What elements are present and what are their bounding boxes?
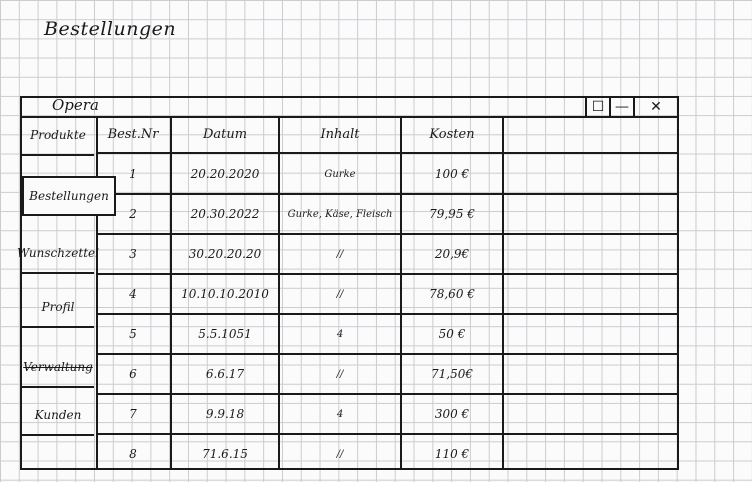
column-header-content[interactable]: Inhalt	[320, 126, 360, 142]
sidebar-item-label: Profil	[41, 300, 75, 314]
sidebar-item-label: Bestellungen	[29, 189, 109, 203]
row-divider	[96, 273, 677, 275]
cell-nr: 6	[129, 367, 137, 381]
cell-content: 4	[336, 328, 344, 340]
sidebar-item-verwaltung[interactable]: Verwaltung	[22, 348, 94, 388]
cell-cost: 78,60 €	[429, 287, 475, 301]
row-divider	[96, 313, 677, 315]
cell-cost: 110 €	[434, 447, 470, 461]
window-title: Opera	[52, 96, 99, 114]
sidebar-item-label: Produkte	[30, 128, 86, 142]
sidebar-item-kunden[interactable]: Kunden	[22, 396, 94, 436]
column-header-date[interactable]: Datum	[202, 126, 248, 142]
cell-content: //	[336, 288, 344, 300]
column-header-cost[interactable]: Kosten	[429, 126, 475, 142]
minimize-button[interactable]: —	[609, 98, 633, 116]
cell-cost: 71,50€	[431, 367, 473, 381]
header-divider	[96, 152, 677, 154]
cell-nr: 1	[129, 167, 137, 181]
cell-cost: 50 €	[438, 327, 466, 341]
cell-date: 10.10.10.2010	[181, 287, 269, 301]
cell-content: //	[336, 248, 344, 260]
page-heading: Bestellungen	[44, 18, 177, 40]
cell-content: //	[336, 448, 344, 460]
sidebar-item-produkte[interactable]: Produkte	[22, 116, 94, 156]
cell-date: 30.20.20.20	[188, 247, 262, 261]
cell-date: 6.6.17	[205, 367, 245, 381]
sidebar-item-label: Wunschzettel	[17, 246, 99, 260]
cell-date: 9.9.18	[205, 407, 245, 421]
cell-nr: 5	[129, 327, 137, 341]
app-window: Opera ☐ — ✕ Produkte Bestellungen Wunsch…	[17, 96, 679, 470]
cell-nr: 4	[129, 287, 137, 301]
column-divider	[170, 116, 172, 468]
sidebar-item-bestellungen[interactable]: Bestellungen	[22, 176, 116, 216]
column-header-nr[interactable]: Best.Nr	[107, 126, 159, 142]
cell-cost: 20,9€	[434, 247, 470, 261]
cell-content: //	[336, 368, 344, 380]
cell-date: 71.6.15	[202, 447, 248, 461]
row-divider	[96, 193, 677, 195]
cell-cost: 100 €	[434, 167, 470, 181]
cell-nr: 7	[129, 407, 137, 421]
cell-nr: 3	[129, 247, 137, 261]
sidebar-item-wunschzettel[interactable]: Wunschzettel	[17, 234, 99, 274]
row-divider	[96, 353, 677, 355]
row-divider	[96, 393, 677, 395]
row-divider	[96, 233, 677, 235]
maximize-button[interactable]: ☐	[585, 98, 609, 116]
cell-cost: 300 €	[434, 407, 470, 421]
cell-content: Gurke	[324, 168, 356, 180]
close-icon: ✕	[650, 99, 662, 115]
sidebar-item-profil[interactable]: Profil	[22, 288, 94, 328]
row-divider	[96, 433, 677, 435]
cell-date: 20.30.2022	[190, 207, 260, 221]
sidebar-item-label: Kunden	[34, 408, 82, 422]
sidebar-nav: Produkte Bestellungen Wunschzettel Profi…	[17, 116, 116, 468]
maximize-icon: ☐	[591, 99, 605, 115]
cell-content: Gurke, Käse, Fleisch	[287, 208, 393, 220]
column-divider	[400, 116, 402, 468]
window-titlebar: Opera ☐ — ✕	[22, 96, 677, 118]
cell-nr: 8	[129, 447, 137, 461]
cell-date: 5.5.1051	[198, 327, 252, 341]
column-divider	[278, 116, 280, 468]
minimize-icon: —	[615, 99, 629, 115]
cell-cost: 79,95 €	[429, 207, 475, 221]
cell-date: 20.20.2020	[190, 167, 260, 181]
close-button[interactable]: ✕	[633, 98, 677, 116]
cell-nr: 2	[129, 207, 137, 221]
sidebar-item-label: Verwaltung	[23, 360, 93, 374]
cell-content: 4	[336, 408, 344, 420]
column-divider	[502, 116, 504, 468]
